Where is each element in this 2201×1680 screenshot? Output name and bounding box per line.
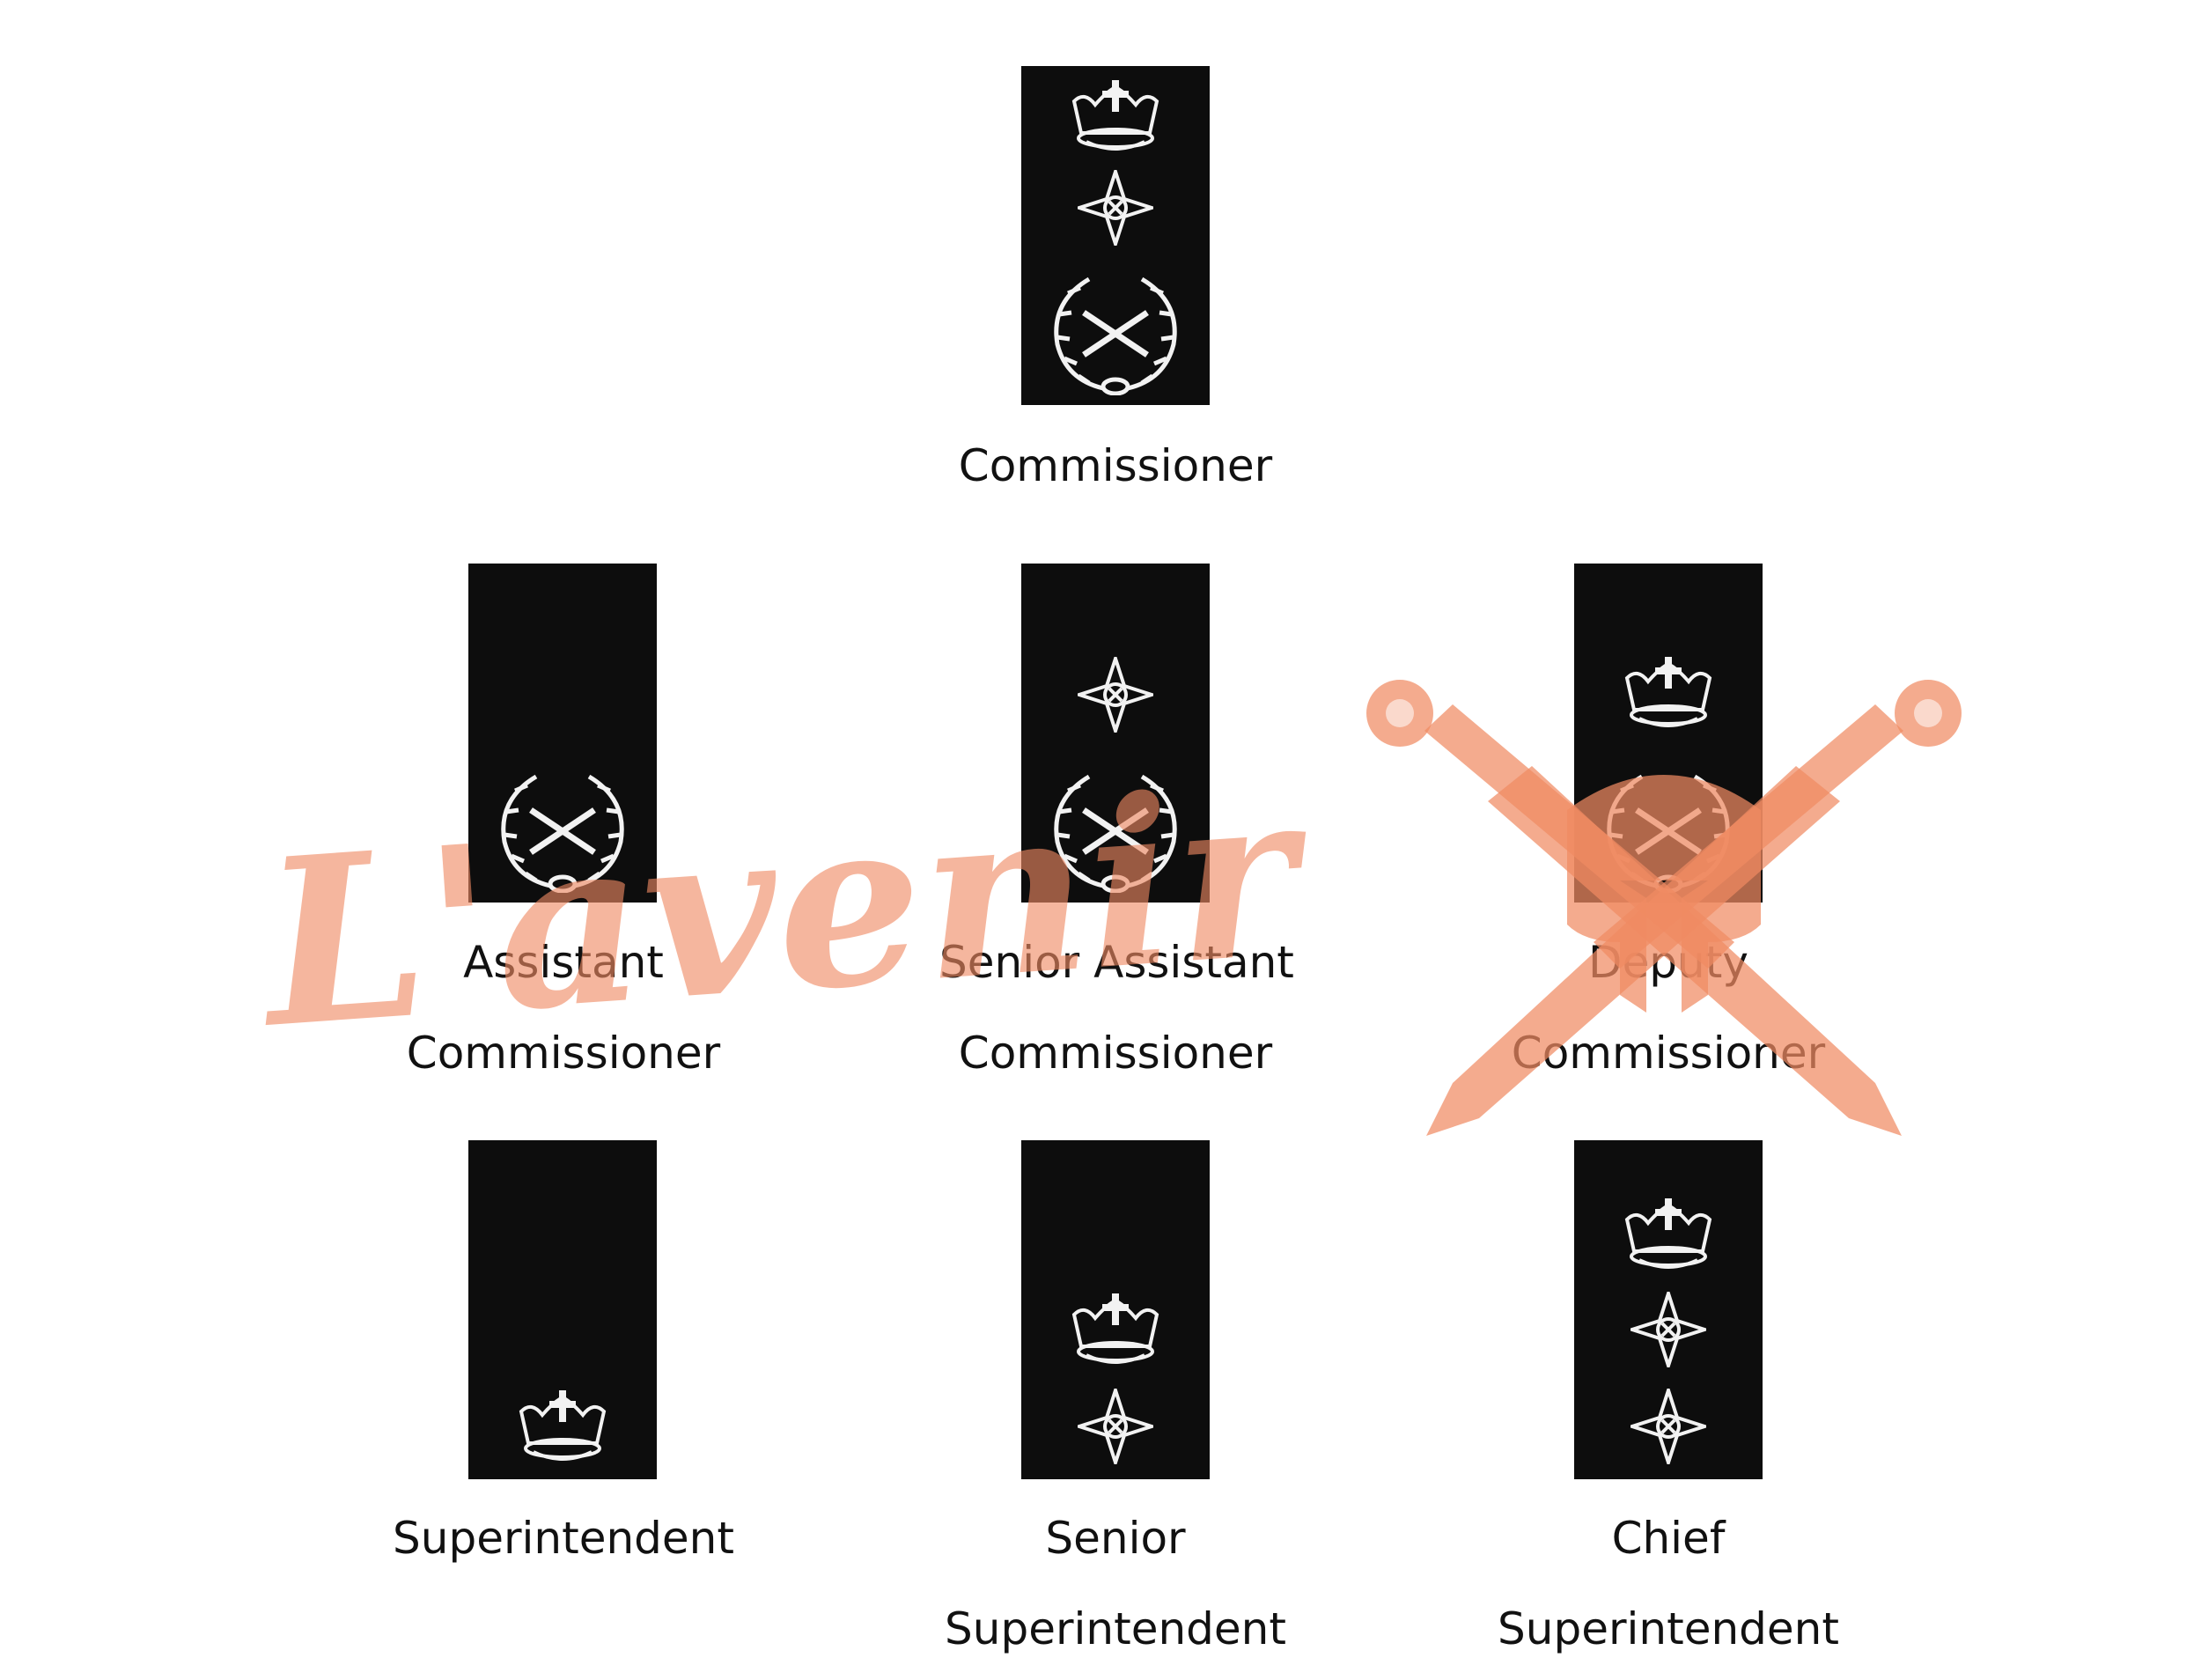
shoulder-board-chief-superintendent [1574, 1140, 1763, 1479]
rank-label-line-1: Superintendent [393, 1513, 734, 1564]
rank-label-line-2: Superintendent [945, 1603, 1286, 1654]
rank-label-senior-superintendent: Senior Superintendent [939, 1493, 1292, 1675]
crown-icon [1624, 657, 1712, 727]
shoulder-board-assistant-commissioner [468, 564, 657, 903]
rank-label-assistant-commissioner: Assistant Commissioner [387, 917, 740, 1099]
crossed-batons-wreath-icon [1607, 774, 1730, 893]
rank-label-line-2: Commissioner [958, 1028, 1273, 1079]
rank-label-line-1: Commissioner [958, 440, 1273, 491]
pip-star-icon [1631, 1292, 1706, 1367]
rank-label-line-1: Chief [1611, 1513, 1726, 1564]
shoulder-board-superintendent [468, 1140, 657, 1479]
crossed-batons-wreath-icon [1054, 774, 1177, 893]
rank-label-line-1: Deputy [1588, 937, 1748, 988]
rank-label-line-2: Superintendent [1498, 1603, 1839, 1654]
crown-icon [1624, 1198, 1712, 1269]
rank-label-line-2: Commissioner [1511, 1028, 1826, 1079]
rank-label-line-2: Commissioner [406, 1028, 721, 1079]
crossed-batons-wreath-icon [1054, 276, 1177, 395]
rank-label-line-1: Senior [1045, 1513, 1186, 1564]
pip-star-icon [1078, 657, 1153, 733]
rank-label-deputy-commissioner: Deputy Commissioner [1492, 917, 1844, 1099]
pip-star-icon [1078, 170, 1153, 246]
rank-label-senior-assistant-commissioner: Senior Assistant Commissioner [939, 917, 1294, 1099]
crown-icon [1071, 1293, 1159, 1364]
rank-label-chief-superintendent: Chief Superintendent [1492, 1493, 1844, 1675]
rank-label-line-1: Assistant [463, 937, 664, 988]
rank-label-commissioner: Commissioner [939, 421, 1292, 512]
shoulder-board-senior-superintendent [1021, 1140, 1210, 1479]
pip-star-icon [1631, 1389, 1706, 1464]
crossed-batons-wreath-icon [501, 774, 624, 893]
shoulder-board-senior-assistant-commissioner [1021, 564, 1210, 903]
rank-label-superintendent: Superintendent [387, 1493, 740, 1584]
pip-star-icon [1078, 1389, 1153, 1464]
shoulder-board-deputy-commissioner [1574, 564, 1763, 903]
shoulder-board-commissioner [1021, 66, 1210, 405]
crown-icon [519, 1390, 607, 1461]
rank-label-line-1: Senior Assistant [939, 937, 1294, 988]
crown-icon [1071, 80, 1159, 151]
